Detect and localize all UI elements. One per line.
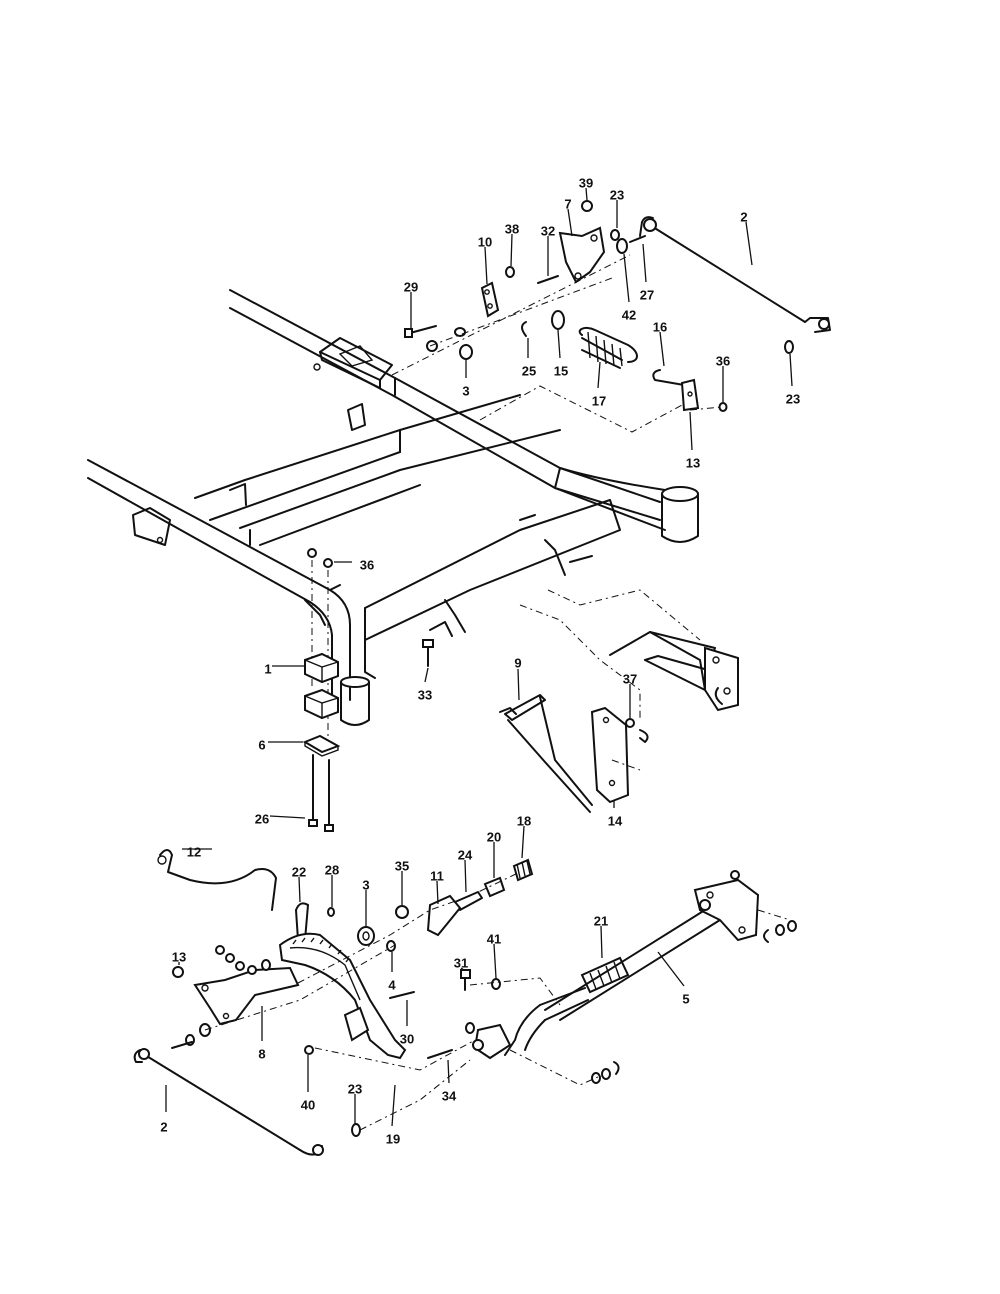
callout-label-29: 29 [404, 279, 418, 294]
hangers [422, 555, 739, 813]
callout-label-18: 18 [517, 813, 531, 828]
callout-label-1: 1 [264, 661, 271, 676]
callout-leader-15 [557, 329, 561, 359]
callout-leader-16 [659, 331, 665, 367]
callout-label-2: 2 [740, 209, 747, 224]
callout-label-12: 12 [187, 844, 201, 859]
callout-leader-23 [789, 353, 793, 387]
callout-leader-13 [689, 411, 693, 451]
callout-label-13: 13 [172, 949, 186, 964]
callout-label-20: 20 [487, 829, 501, 844]
callout-label-10: 10 [478, 234, 492, 249]
callout-label-42: 42 [622, 307, 636, 322]
callout-leader-42 [623, 253, 630, 303]
callout-label-39: 39 [579, 175, 593, 190]
callout-leader-39 [585, 187, 588, 201]
callout-leader-22 [298, 876, 301, 903]
callout-label-16: 16 [653, 319, 667, 334]
callout-leader-2 [745, 221, 753, 266]
callout-label-38: 38 [505, 221, 519, 236]
callout-leader-38 [510, 233, 513, 267]
callout-label-32: 32 [541, 223, 555, 238]
callout-label-30: 30 [400, 1031, 414, 1046]
callout-label-6: 6 [258, 737, 265, 752]
callout-label-4: 4 [388, 977, 396, 992]
callout-label-24: 24 [458, 847, 473, 862]
callout-label-19: 19 [386, 1131, 400, 1146]
callout-leader-41 [493, 943, 497, 979]
callout-label-17: 17 [592, 393, 606, 408]
mount-blocks [302, 548, 341, 832]
callout-label-23: 23 [610, 187, 624, 202]
callout-labels: 1223345678910111213131415161718192021222… [160, 175, 800, 1146]
callout-label-3: 3 [362, 877, 369, 892]
callout-label-41: 41 [487, 931, 501, 946]
callout-leader-34 [447, 1059, 450, 1084]
callout-leader-26 [269, 815, 306, 819]
callout-label-23: 23 [786, 391, 800, 406]
callout-label-36: 36 [360, 557, 374, 572]
callout-label-25: 25 [522, 363, 536, 378]
callout-leader-9 [517, 668, 520, 701]
callout-leader-5 [657, 951, 685, 987]
callout-label-7: 7 [564, 196, 571, 211]
callout-label-21: 21 [594, 913, 608, 928]
frame-assembly [87, 289, 699, 726]
callout-label-5: 5 [682, 991, 689, 1006]
lower-assembly [133, 849, 797, 1156]
callout-label-27: 27 [640, 287, 654, 302]
callout-label-9: 9 [514, 655, 521, 670]
callout-label-22: 22 [292, 864, 306, 879]
callout-label-31: 31 [454, 955, 468, 970]
callout-leader-33 [424, 667, 429, 683]
callout-leader-10 [484, 246, 488, 285]
callout-label-15: 15 [554, 363, 568, 378]
callout-label-2: 2 [160, 1119, 167, 1134]
callout-label-26: 26 [255, 811, 269, 826]
callout-leader-18 [521, 825, 525, 859]
callout-label-35: 35 [395, 858, 409, 873]
callout-label-33: 33 [418, 687, 432, 702]
callout-label-23: 23 [348, 1081, 362, 1096]
callout-label-36: 36 [716, 353, 730, 368]
callout-label-37: 37 [623, 671, 637, 686]
callout-label-8: 8 [258, 1046, 265, 1061]
callout-leader-19 [391, 1084, 396, 1127]
callout-label-14: 14 [608, 813, 623, 828]
upper-linkage [391, 200, 831, 433]
callout-label-11: 11 [430, 868, 444, 883]
callout-label-34: 34 [442, 1088, 457, 1103]
callout-label-40: 40 [301, 1097, 315, 1112]
callout-leader-17 [597, 361, 601, 389]
callout-label-3: 3 [462, 383, 469, 398]
callout-leader-7 [567, 208, 573, 237]
callout-leader-21 [600, 925, 603, 959]
callout-leader-31 [460, 967, 465, 971]
callout-label-13: 13 [686, 455, 700, 470]
callout-leader-24 [464, 859, 467, 893]
callout-leader-11 [436, 880, 439, 905]
callout-leader-27 [642, 243, 647, 283]
callout-label-28: 28 [325, 862, 339, 877]
